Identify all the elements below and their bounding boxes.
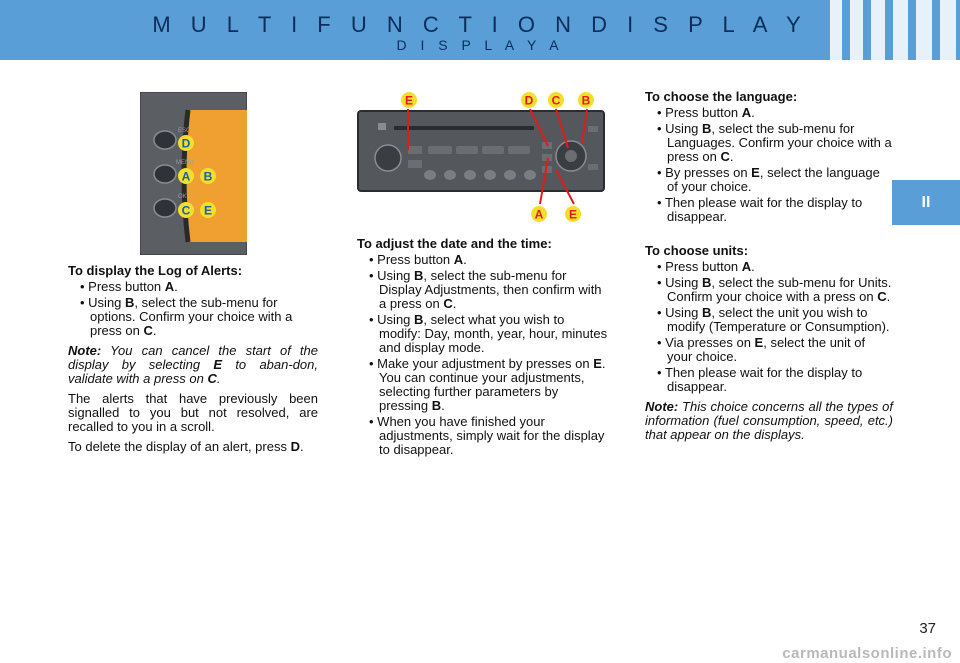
language-heading: To choose the language: (645, 89, 798, 104)
list-item: When you have finished your adjustments,… (357, 415, 609, 457)
badge-a-bottom: A (531, 206, 547, 222)
header-stripes-decoration (820, 0, 960, 60)
badge-e-dash: E (200, 202, 216, 218)
language-steps: Press button A. Using B, select the sub-… (645, 106, 893, 224)
list-item: Using B, select the sub-menu for Display… (357, 269, 609, 311)
list-item: Press button A. (68, 280, 318, 294)
list-item: Make your adjustment by presses on E. Yo… (357, 357, 609, 413)
language-units-section: To choose the language: Press button A. … (645, 90, 893, 448)
svg-text:E: E (569, 208, 577, 222)
list-item: Then please wait for the display to disa… (645, 196, 893, 224)
list-item: Press button A. (357, 253, 609, 267)
log-of-alerts-section: To display the Log of Alerts: Press butt… (68, 264, 318, 460)
list-item: Using B, select what you wish to modify:… (357, 313, 609, 355)
list-item: Press button A. (645, 260, 893, 274)
list-item: Via presses on E, select the unit of you… (645, 336, 893, 364)
badge-a-dash: A (178, 168, 194, 184)
list-item: Using B, select the sub-menu for Languag… (645, 122, 893, 164)
badge-d: D (178, 135, 194, 151)
radio-labels: E D C B A E (401, 92, 594, 222)
log-of-alerts-heading: To display the Log of Alerts: (68, 263, 243, 278)
log-of-alerts-steps: Press button A. Using B, select the sub-… (68, 280, 318, 338)
svg-text:A: A (182, 170, 191, 184)
svg-text:B: B (204, 170, 213, 184)
badge-e-bottom: E (565, 206, 581, 222)
list-item: Then please wait for the display to disa… (645, 366, 893, 394)
badge-c-dash: C (178, 202, 194, 218)
units-note: Note: This choice concerns all the types… (645, 399, 893, 442)
watermark: carmanualsonline.info (782, 645, 952, 662)
chapter-tab: II (892, 180, 960, 225)
log-of-alerts-note: Note: You can cancel the start of the di… (68, 343, 318, 386)
badge-c-top: C (548, 92, 564, 108)
svg-text:B: B (582, 94, 591, 108)
radio-unit-image (357, 108, 605, 205)
list-item: Using B, select the unit you wish to mod… (645, 306, 893, 334)
svg-text:A: A (535, 208, 544, 222)
list-item: Press button A. (645, 106, 893, 120)
date-time-heading: To adjust the date and the time: (357, 236, 552, 251)
page-header: M U L T I F U N C T I O N D I S P L A Y … (0, 0, 960, 60)
svg-text:D: D (525, 94, 534, 108)
delete-alert-paragraph: To delete the display of an alert, press… (68, 439, 304, 454)
svg-text:MENU: MENU (176, 160, 194, 166)
dashboard-labels: D A B C E (178, 135, 216, 218)
badge-d-top: D (521, 92, 537, 108)
svg-text:E: E (405, 94, 413, 108)
date-time-steps: Press button A. Using B, select the sub-… (357, 253, 609, 457)
units-steps: Press button A. Using B, select the sub-… (645, 260, 893, 394)
page-subtitle: D I S P L A Y A (396, 37, 564, 53)
alerts-recall-paragraph: The alerts that have previously been sig… (68, 391, 318, 434)
badge-e-top: E (401, 92, 417, 108)
badge-b-dash: B (200, 168, 216, 184)
svg-text:E: E (204, 204, 212, 218)
date-time-section: To adjust the date and the time: Press b… (357, 237, 609, 463)
units-heading: To choose units: (645, 243, 749, 258)
svg-text:C: C (552, 94, 561, 108)
svg-text:ESC: ESC (178, 128, 191, 134)
badge-b-top: B (578, 92, 594, 108)
svg-text:D: D (182, 137, 191, 151)
list-item: Using B, select the sub-menu for options… (68, 296, 318, 338)
page-title: M U L T I F U N C T I O N D I S P L A Y (152, 12, 808, 37)
page-number: 37 (919, 620, 936, 637)
list-item: Using B, select the sub-menu for Units. … (645, 276, 893, 304)
svg-text:C: C (182, 204, 191, 218)
svg-text:OK: OK (178, 194, 187, 200)
list-item: By presses on E, select the language of … (645, 166, 893, 194)
